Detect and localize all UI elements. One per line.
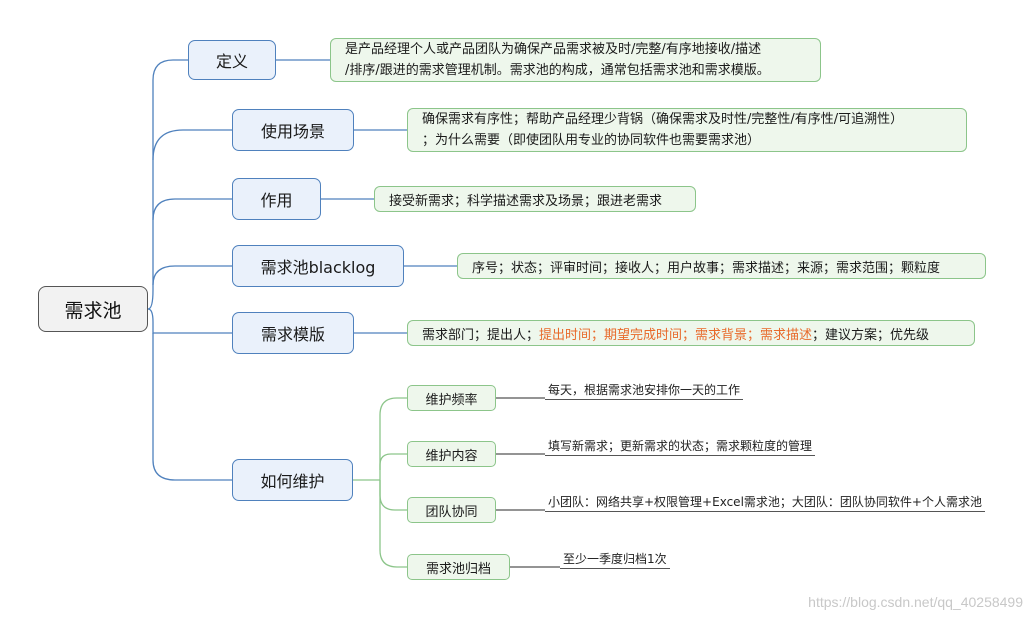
leaf-scenario-line1: 确保需求有序性；帮助产品经理少背锅（确保需求及时性/完整性/有序性/可追溯性） (422, 112, 904, 127)
leaf-backlog: 序号；状态；评审时间；接收人；用户故事；需求描述；来源；需求范围；颗粒度 (457, 253, 986, 279)
note-maintain-frequency-text: 每天，根据需求池安排你一天的工作 (548, 383, 741, 397)
link-root-scenario (152, 129, 232, 161)
note-maintain-content: 填写新需求；更新需求的状态；需求颗粒度的管理 (545, 437, 816, 456)
branch-maintain-label: 如何维护 (260, 472, 325, 491)
sub-maintain-content: 维护内容 (407, 441, 496, 467)
link-maintain-team (379, 480, 407, 511)
leaf-purpose: 接受新需求；科学描述需求及场景；跟进老需求 (374, 186, 696, 212)
leaf-template-text-highlight: 提出时间；期望完成时间；需求背景；需求描述 (539, 327, 813, 343)
leaf-definition: 是产品经理个人或产品团队为确保产品需求被及时/完整/有序地接收/描述 /排序/跟… (330, 38, 821, 82)
watermark: https://blog.csdn.net/qq_40258499 (808, 594, 1023, 610)
link-maintain-archive (379, 480, 407, 568)
note-maintain-team: 小团队：网络共享+权限管理+Excel需求池；大团队：团队协同软件+个人需求池 (545, 493, 985, 512)
sub-maintain-frequency-label: 维护频率 (425, 392, 478, 408)
leaf-scenario: 确保需求有序性；帮助产品经理少背锅（确保需求及时性/完整性/有序性/可追溯性） … (407, 108, 967, 152)
link-root-maintain (152, 333, 232, 481)
leaf-definition-line1: 是产品经理个人或产品团队为确保产品需求被及时/完整/有序地接收/描述 (345, 42, 762, 57)
note-maintain-archive-text: 至少一季度归档1次 (563, 552, 667, 566)
branch-maintain: 如何维护 (232, 459, 353, 501)
note-maintain-frequency: 每天，根据需求池安排你一天的工作 (545, 381, 744, 400)
note-maintain-team-text: 小团队：网络共享+权限管理+Excel需求池；大团队：团队协同软件+个人需求池 (548, 495, 982, 509)
link-maintain-freq (379, 397, 407, 480)
branch-definition-label: 定义 (215, 52, 248, 71)
branch-scenario: 使用场景 (232, 109, 354, 151)
note-maintain-archive: 至少一季度归档1次 (560, 550, 670, 569)
sub-maintain-archive-label: 需求池归档 (425, 561, 491, 577)
branch-purpose-label: 作用 (260, 191, 293, 210)
link-root-purpose (152, 198, 232, 221)
leaf-definition-line2: /排序/跟进的需求管理机制。需求池的构成，通常包括需求池和需求模版。 (345, 63, 770, 78)
sub-maintain-frequency: 维护频率 (407, 385, 496, 411)
sub-maintain-team-label: 团队协同 (425, 504, 478, 520)
root-label: 需求池 (64, 299, 122, 322)
leaf-scenario-line2: ；为什么需要（即使团队用专业的协同软件也需要需求池） (422, 133, 761, 148)
link-maintain-content (379, 453, 407, 470)
sub-maintain-team: 团队协同 (407, 497, 496, 523)
branch-scenario-label: 使用场景 (260, 122, 325, 141)
branch-backlog-label: 需求池blacklog (260, 258, 376, 277)
root-node: 需求池 (38, 286, 148, 332)
leaf-backlog-text: 序号；状态；评审时间；接收人；用户故事；需求描述；来源；需求范围；颗粒度 (472, 260, 941, 276)
leaf-template-text-before: 需求部门；提出人； (422, 327, 540, 343)
branch-template: 需求模版 (232, 312, 354, 354)
branch-template-label: 需求模版 (260, 325, 325, 344)
link-root-template (147, 308, 232, 334)
sub-maintain-archive: 需求池归档 (407, 554, 510, 580)
leaf-template-text-after: ；建议方案；优先级 (812, 327, 930, 343)
leaf-purpose-text: 接受新需求；科学描述需求及场景；跟进老需求 (389, 193, 663, 209)
branch-definition: 定义 (188, 40, 276, 80)
note-maintain-content-text: 填写新需求；更新需求的状态；需求颗粒度的管理 (548, 439, 813, 453)
branch-purpose: 作用 (232, 178, 321, 220)
link-root-definition (147, 59, 188, 310)
link-root-backlog (152, 265, 232, 286)
sub-maintain-content-label: 维护内容 (425, 448, 478, 464)
leaf-template: 需求部门；提出人； 提出时间；期望完成时间；需求背景；需求描述 ；建议方案；优先… (407, 320, 975, 346)
branch-backlog: 需求池blacklog (232, 245, 404, 287)
